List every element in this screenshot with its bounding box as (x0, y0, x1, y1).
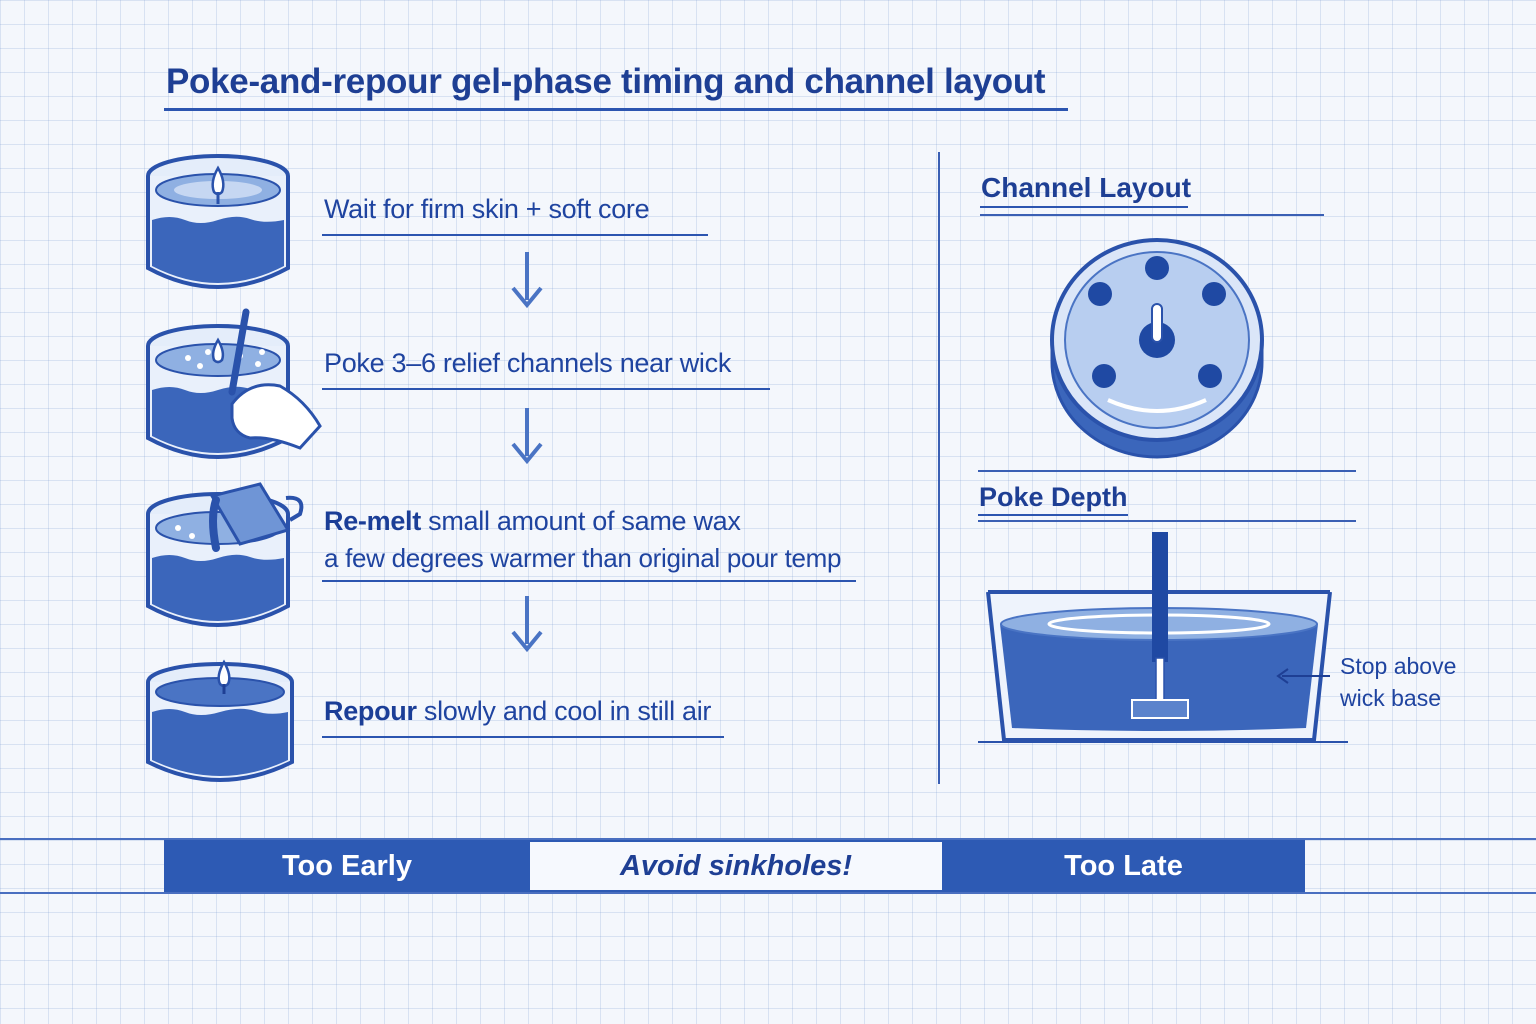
section-rule (978, 470, 1356, 472)
section-rule (980, 214, 1324, 216)
column-divider (938, 152, 940, 784)
page-title: Poke-and-repour gel-phase timing and cha… (166, 62, 1046, 101)
poke-depth-title: Poke Depth (979, 482, 1128, 512)
step-3-detail: a few degrees warmer than original pour … (324, 543, 842, 573)
step-2-text: Poke 3–6 relief channels near wick (324, 348, 732, 378)
poke-depth-diagram (978, 532, 1348, 743)
down-arrow-icon (511, 252, 543, 309)
timing-band: Too Early Avoid sinkholes! Too Late (164, 840, 1305, 892)
stop-above-note: Stop above wick base (1340, 653, 1457, 711)
down-arrow-icon (511, 408, 543, 465)
step-2-rule (322, 388, 770, 390)
poke-depth-underline (978, 514, 1128, 516)
title-underline (164, 108, 1068, 111)
candle-jar-icon (146, 154, 290, 289)
step-4-rule (322, 736, 724, 738)
channel-layout-underline (980, 206, 1188, 208)
poke-candle-icon (146, 308, 322, 459)
channel-layout-title: Channel Layout (981, 172, 1192, 203)
band-top-rule (0, 838, 1536, 840)
step-3-rule (322, 580, 856, 582)
repour-pitcher-icon (146, 482, 304, 627)
too-early-segment: Too Early (164, 840, 530, 892)
step-3-text: Re-melt small amount of same wax (324, 506, 741, 536)
step-1-rule (322, 234, 708, 236)
step-4-text: Repour slowly and cool in still air (324, 696, 712, 726)
band-bottom-rule (0, 892, 1536, 894)
too-late-segment: Too Late (942, 840, 1305, 892)
avoid-sinkholes-segment: Avoid sinkholes! (530, 840, 942, 892)
step-1-text: Wait for firm skin + soft core (324, 194, 650, 224)
down-arrow-icon (511, 596, 543, 653)
finished-candle-icon (146, 659, 294, 782)
section-rule (978, 520, 1356, 522)
channel-layout-diagram (1050, 238, 1264, 459)
